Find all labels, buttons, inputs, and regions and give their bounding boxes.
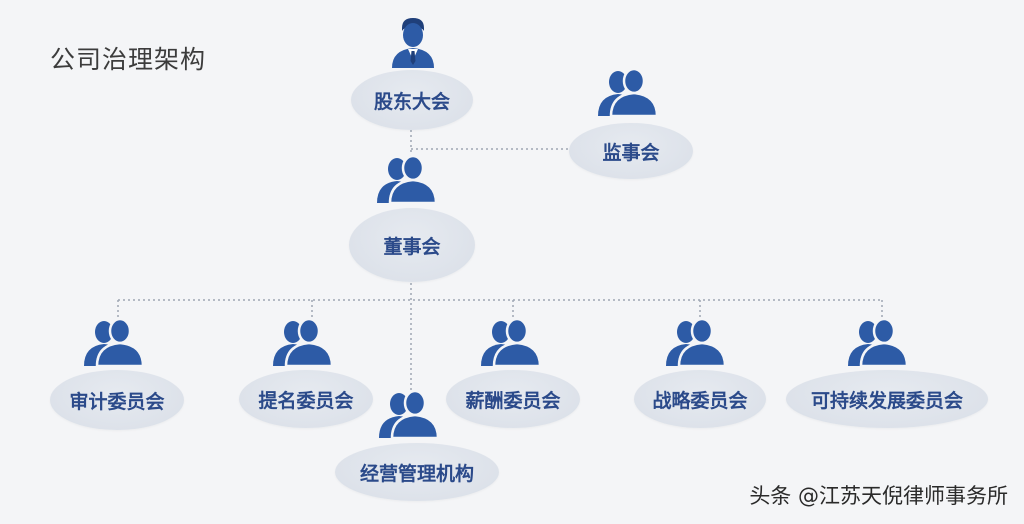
node-supervisors: 监事会 <box>569 123 693 179</box>
group-icon <box>84 318 145 366</box>
node-management: 经营管理机构 <box>335 443 499 501</box>
group-icon <box>666 318 727 366</box>
node-label: 提名委员会 <box>258 389 354 412</box>
group-icon <box>848 318 909 366</box>
node-label: 董事会 <box>383 235 441 258</box>
node-label: 经营管理机构 <box>359 462 474 485</box>
diagram-title: 公司治理架构 <box>50 45 207 74</box>
node-sustainability-committee: 可持续发展委员会 <box>786 370 988 428</box>
group-icon <box>273 318 334 366</box>
group-icon <box>379 390 440 438</box>
node-audit-committee: 审计委员会 <box>50 370 184 430</box>
node-label: 审计委员会 <box>69 390 165 413</box>
node-compensation-committee: 薪酬委员会 <box>446 370 580 428</box>
group-icon <box>598 68 659 116</box>
node-strategy-committee: 战略委员会 <box>634 370 766 428</box>
node-label: 薪酬委员会 <box>465 389 561 412</box>
person-suit-icon <box>392 18 434 68</box>
watermark: 头条 @江苏天倪律师事务所 <box>749 484 1008 508</box>
node-label: 可持续发展委员会 <box>810 389 963 412</box>
node-label: 股东大会 <box>373 90 450 113</box>
group-icon <box>481 318 542 366</box>
node-board: 董事会 <box>349 208 475 282</box>
node-shareholders: 股东大会 <box>351 70 473 130</box>
node-nomination-committee: 提名委员会 <box>239 370 373 428</box>
node-label: 监事会 <box>602 141 660 164</box>
node-label: 战略委员会 <box>652 389 748 412</box>
group-icon <box>377 155 438 203</box>
